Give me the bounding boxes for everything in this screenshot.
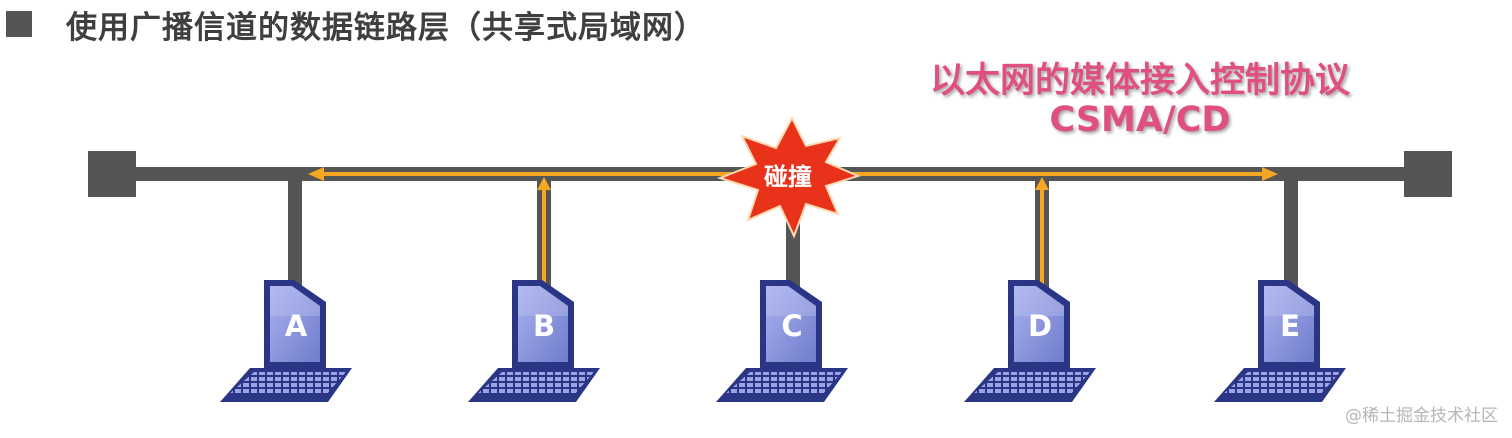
bus-terminator-left-icon — [88, 151, 136, 197]
drop-line-e — [1284, 174, 1298, 292]
host-label-a: A — [285, 309, 308, 343]
host-label-d: D — [1028, 309, 1052, 343]
watermark: @稀土掘金技术社区 — [1345, 406, 1498, 426]
drop-line-a — [288, 174, 302, 292]
host-b: B — [468, 280, 600, 402]
bus-terminator-right-icon — [1404, 151, 1452, 197]
host-c: C — [716, 280, 848, 402]
protocol-name: 以太网的媒体接入控制协议 — [929, 61, 1350, 101]
signal-from-b — [308, 167, 760, 290]
signal-from-d — [822, 167, 1278, 290]
title-bullet — [6, 11, 32, 37]
collision-label: 碰撞 — [764, 163, 812, 191]
page-title: 使用广播信道的数据链路层（共享式局域网） — [66, 10, 706, 46]
host-d: D — [964, 280, 1096, 402]
host-a: A — [220, 280, 352, 402]
host-e: E — [1214, 280, 1346, 402]
protocol-acronym: CSMA/CD — [1049, 100, 1231, 140]
collision-burst-icon: 碰撞 — [716, 115, 861, 239]
host-label-e: E — [1280, 309, 1300, 343]
host-label-c: C — [781, 309, 802, 343]
host-label-b: B — [533, 309, 555, 343]
